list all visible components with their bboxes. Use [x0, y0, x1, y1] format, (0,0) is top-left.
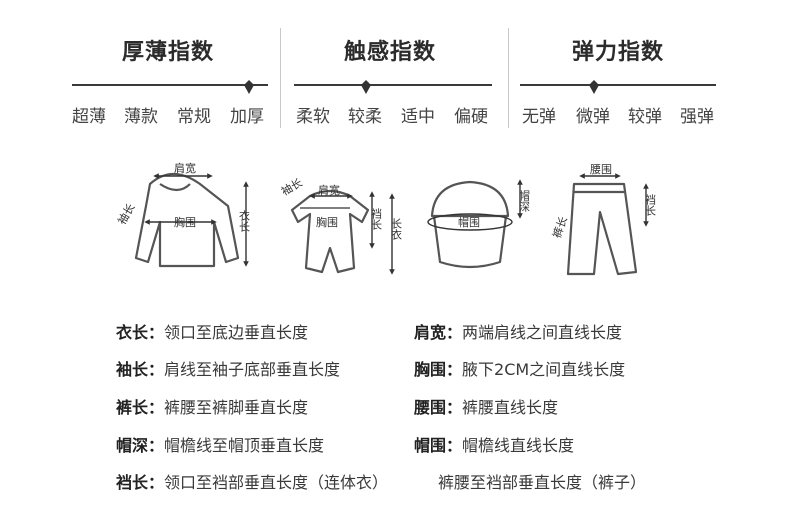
touch-index-title: 触感指数	[344, 40, 437, 65]
romper-sleeve-label: 袖长	[279, 175, 305, 198]
cap-diagram-icon	[430, 180, 510, 269]
touch-scale-line	[294, 84, 492, 86]
touch-label: 较柔	[348, 107, 382, 127]
jacket-chest-label: 胸围	[174, 215, 196, 229]
cap-circumference-label: 帽围	[458, 216, 480, 229]
divider	[508, 28, 509, 128]
thickness-scale-line	[72, 84, 268, 86]
definition-item: 袖长：肩线至袖子底部垂直长度	[116, 360, 341, 379]
elasticity-index-title: 弹力指数	[572, 40, 665, 65]
romper-chest-label: 胸围	[316, 215, 338, 229]
measurement-diagrams: 肩宽 胸围 袖长 衣长 肩宽 胸围 袖长 裆长 长衣 帽围 帽深 腰围 裤长 裆…	[114, 161, 657, 276]
touch-label: 偏硬	[454, 107, 488, 127]
definition-item: 裤长：裤腰至裤脚垂直长度	[116, 398, 309, 417]
pants-diagram-icon	[566, 182, 638, 276]
pants-length-label: 裤长	[549, 215, 570, 240]
thickness-index-title: 厚薄指数	[122, 40, 215, 65]
cap-depth-label: 帽深	[518, 190, 531, 212]
definition-item: 胸围：腋下2CM之间直线长度	[414, 360, 626, 379]
thickness-label: 超薄	[72, 107, 106, 127]
touch-label: 适中	[401, 107, 435, 127]
pants-crotch-label: 裆长	[644, 194, 657, 216]
definition-item: 肩宽：两端肩线之间直线长度	[414, 323, 623, 342]
elasticity-scale-line	[520, 84, 716, 86]
elasticity-label: 无弹	[522, 107, 556, 127]
elasticity-label: 微弹	[576, 107, 610, 127]
jacket-length-label: 衣长	[238, 209, 251, 232]
romper-shoulder-label: 肩宽	[318, 183, 340, 197]
definition-item: 帽围：帽檐线直线长度	[414, 436, 575, 455]
definition-item: 腰围：裤腰直线长度	[414, 398, 559, 417]
divider	[280, 28, 281, 128]
marker-pin-icon	[361, 80, 371, 94]
jacket-shoulder-label: 肩宽	[174, 161, 196, 175]
touch-label: 柔软	[296, 107, 330, 127]
romper-crotch-label: 裆长	[370, 208, 383, 230]
thickness-label: 常规	[177, 107, 211, 127]
definition-item: 帽深：帽檐线至帽顶垂直长度	[116, 436, 325, 455]
thickness-label: 薄款	[124, 107, 158, 127]
marker-pin-icon	[589, 80, 599, 94]
thickness-label: 加厚	[230, 107, 264, 127]
elasticity-label: 强弹	[680, 107, 714, 127]
romper-length-label: 长衣	[390, 218, 403, 240]
marker-pin-icon	[244, 80, 254, 94]
romper-diagram-icon	[290, 189, 370, 274]
definition-item: 裤腰至裆部垂直长度（裤子）	[438, 473, 647, 492]
elasticity-label: 较弹	[628, 107, 662, 127]
jacket-sleeve-label: 袖长	[114, 201, 137, 227]
definition-item: 裆长：领口至裆部垂直长度（连体衣）	[116, 473, 389, 492]
definition-item: 衣长：领口至底边垂直长度	[116, 323, 309, 342]
pants-waist-label: 腰围	[590, 163, 612, 176]
